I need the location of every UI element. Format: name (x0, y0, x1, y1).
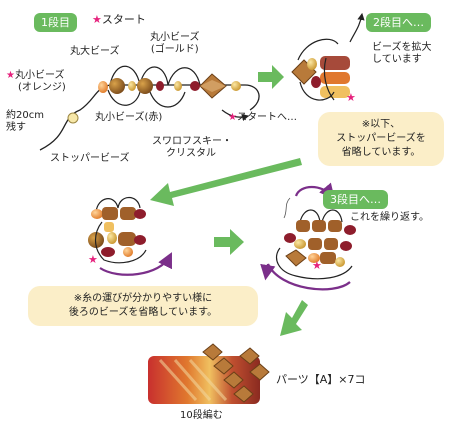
label-parts-count: パーツ【A】×7コ (276, 373, 366, 386)
start-label: ★スタート (92, 14, 146, 26)
label-maru-sho-gold: 丸小ビーズ (ゴールド) (150, 32, 200, 56)
step3a-star-icon: ★ (88, 253, 98, 266)
orange-star-icon: ★ (6, 70, 15, 81)
flow-arrow-diagonal (150, 158, 302, 206)
label-zoom: ビーズを拡大 しています (372, 42, 432, 66)
label-repeat: これを繰り返す。 (350, 212, 429, 223)
step1-tag: 1段目 (34, 13, 77, 32)
label-to-start: ★スタートへ… (228, 112, 297, 124)
label-leftover-line2: 残す (6, 122, 26, 133)
label-leftover: 約20cm 残す (6, 110, 44, 134)
label-maru-sho-gold-line1: 丸小ビーズ (150, 32, 200, 43)
start-text: スタート (101, 13, 146, 26)
label-swarovski: スワロフスキー・ クリスタル (152, 136, 232, 160)
step2-tag: 2段目へ… (366, 13, 431, 32)
label-zoom-line1: ビーズを拡大 (372, 42, 432, 53)
step2-diagram (291, 12, 365, 101)
result-part-diagram (148, 343, 270, 404)
note-omit-stopper-line3: 省略しています。 (341, 147, 421, 158)
label-maru-sho-red: 丸小ビーズ(赤) (95, 112, 163, 123)
label-maru-dai: 丸大ビーズ (70, 46, 120, 57)
label-swarovski-line1: スワロフスキー・ (152, 136, 232, 147)
note-omit-stopper-line2: ストッパービーズを (336, 133, 426, 144)
label-to-start-text: スタートへ… (236, 112, 297, 123)
note-omit-stopper: ※以下、 ストッパービーズを 省略しています。 (318, 112, 444, 166)
label-zoom-line2: しています (372, 54, 422, 65)
note-omit-back: ※糸の運びが分かりやすい様に 後ろのビーズを省略しています。 (28, 286, 258, 326)
note-omit-stopper-line1: ※以下、 (361, 119, 401, 130)
step3a-diagram (88, 196, 172, 276)
label-rows: 10段編む (180, 410, 223, 421)
step3b-star-icon: ★ (312, 259, 322, 272)
to-start-star-icon: ★ (228, 112, 237, 123)
note-omit-back-line1: ※糸の運びが分かりやすい様に (73, 293, 213, 304)
start-star-icon: ★ (92, 13, 102, 26)
label-maru-sho-orange-line2: (オレンジ) (18, 82, 66, 93)
step3-tag: 3段目へ… (323, 190, 388, 209)
flow-arrow-right-1 (258, 65, 284, 89)
label-stopper: ストッパービーズ (50, 153, 130, 164)
label-leftover-line1: 約20cm (6, 110, 44, 121)
label-swarovski-line2: クリスタル (166, 148, 216, 159)
label-maru-sho-orange-line1: 丸小ビーズ (14, 70, 65, 81)
flow-arrow-right-2 (214, 229, 244, 255)
step1-diagram (39, 65, 260, 151)
label-maru-sho-gold-line2: (ゴールド) (150, 44, 199, 55)
step2-star-icon: ★ (346, 91, 356, 104)
note-omit-back-line2: 後ろのビーズを省略しています。 (68, 307, 218, 318)
label-maru-sho-orange: ★丸小ビーズ (オレンジ) (6, 70, 66, 94)
flow-arrow-down-left (280, 300, 308, 336)
